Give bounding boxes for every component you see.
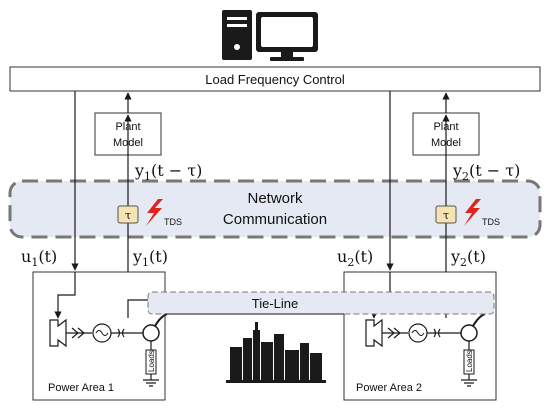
network-band bbox=[8, 179, 542, 239]
delay-box-2 bbox=[435, 205, 457, 224]
delay-symbol-1: τ bbox=[125, 209, 131, 222]
power-area-1: Plant Model Power Area 1 τ TDS y1(t − τ)… bbox=[21, 91, 202, 401]
shaft-icon bbox=[71, 327, 85, 339]
city-skyline-icon bbox=[226, 322, 326, 383]
tds-label-2: TDS bbox=[482, 217, 500, 227]
network-label-line2: Communication bbox=[223, 211, 327, 228]
transformer-icon bbox=[433, 328, 441, 338]
bus-icon bbox=[460, 324, 478, 342]
power-area-label-2: Power Area 2 bbox=[356, 382, 422, 394]
u1-inner-line bbox=[54, 272, 76, 319]
generator-chain-1: Loads bbox=[49, 313, 168, 387]
lightning-attack-icon bbox=[464, 199, 481, 226]
transformer-icon bbox=[117, 328, 125, 338]
delay-box-1 bbox=[117, 205, 139, 224]
y2-delayed-label: y2(t − τ) bbox=[452, 161, 520, 183]
y1-inner-line bbox=[127, 299, 150, 318]
turbine-icon bbox=[49, 318, 67, 348]
power-area-label-1: Power Area 1 bbox=[48, 382, 114, 394]
loads-label-2: Loads bbox=[465, 350, 474, 372]
power-area-2: Plant Model Power Area 2 τ TDS y2(t − τ)… bbox=[337, 91, 520, 401]
bus-icon bbox=[142, 324, 160, 342]
lfc-header-box bbox=[9, 66, 541, 92]
delay-symbol-2: τ bbox=[443, 209, 449, 222]
lfc-title: Load Frequency Control bbox=[205, 72, 345, 87]
u1-label: u1(t) bbox=[21, 247, 57, 269]
u2-label: u2(t) bbox=[337, 247, 373, 269]
tds-label-1: TDS bbox=[164, 217, 182, 227]
tie-line-label: Tie-Line bbox=[252, 296, 298, 311]
network-label-line1: Network bbox=[247, 190, 303, 207]
loads-label-1: Loads bbox=[147, 350, 156, 372]
generator-chain-2: Loads bbox=[365, 313, 486, 387]
y1-delayed-label: y1(t − τ) bbox=[134, 161, 202, 183]
desktop-computer-icon bbox=[222, 10, 318, 61]
shaft-icon bbox=[387, 327, 401, 339]
ground-icon bbox=[461, 379, 477, 387]
lightning-attack-icon bbox=[146, 199, 163, 226]
turbine-icon bbox=[365, 318, 383, 348]
y2-label: y2(t) bbox=[450, 247, 486, 269]
ground-icon bbox=[143, 379, 159, 387]
tie-line-band bbox=[147, 291, 495, 315]
y1-label: y1(t) bbox=[132, 247, 168, 269]
